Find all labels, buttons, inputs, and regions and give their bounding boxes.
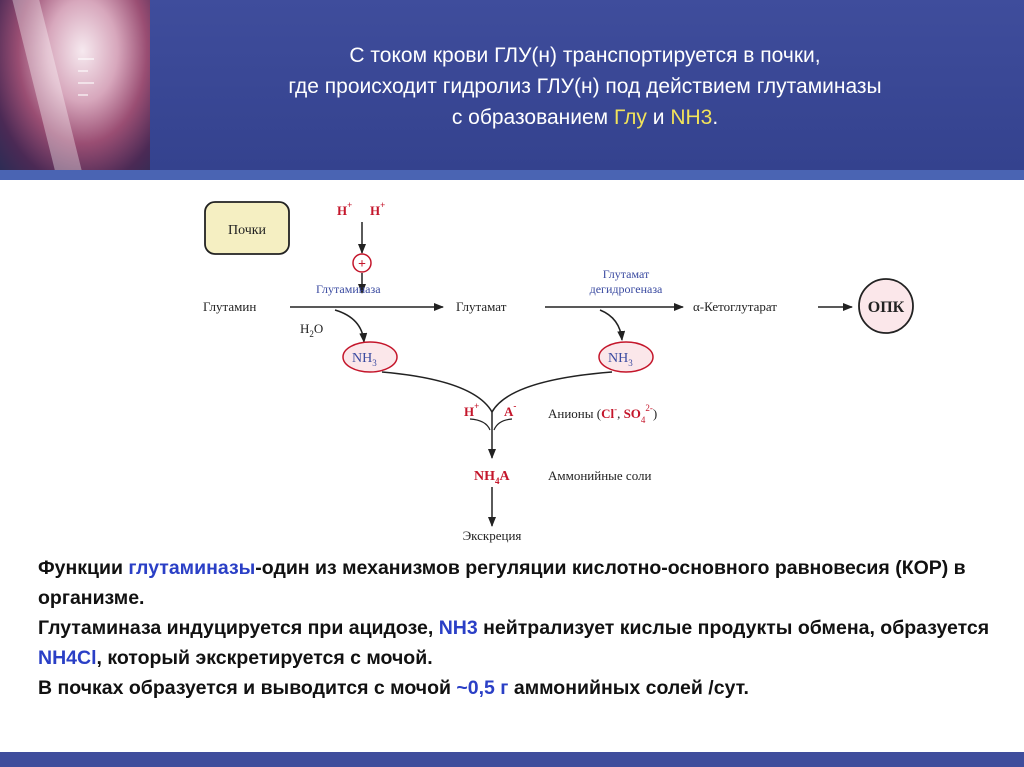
explanation-text: Функции глутаминазы-один из механизмов р… bbox=[38, 553, 1008, 703]
ammonium-salts-label: Аммонийные соли bbox=[548, 468, 652, 483]
p3-suffix: аммонийных солей /сут. bbox=[508, 677, 748, 699]
p2-mid: нейтрализует кислые продукты обмена, обр… bbox=[478, 617, 989, 639]
footer-bar bbox=[0, 752, 1024, 767]
ion-merge-left bbox=[470, 419, 490, 430]
title-and: и bbox=[647, 106, 670, 129]
enzyme-gdh-line2: дегидрогеназа bbox=[590, 282, 663, 296]
paragraph-1: Функции глутаминазы-один из механизмов р… bbox=[38, 553, 1008, 613]
p1-glutaminase: глутаминазы bbox=[128, 557, 255, 579]
activation-plus: + bbox=[358, 257, 366, 272]
proton-left: H+ bbox=[337, 200, 352, 218]
ion-merge-right bbox=[494, 419, 512, 430]
glutamine-label: Глутамин bbox=[203, 299, 256, 314]
nh3-release-arrow-right bbox=[600, 310, 622, 340]
title-glu: Глу bbox=[614, 106, 647, 129]
header-underline-band bbox=[0, 170, 1024, 180]
title-line-3-prefix: с образованием bbox=[452, 106, 614, 129]
flask-shine bbox=[11, 0, 82, 170]
title-end: . bbox=[712, 106, 718, 129]
flask-image bbox=[0, 0, 150, 170]
ketoglutarate-label: α-Кетоглутарат bbox=[693, 299, 777, 314]
title-line-3: с образованием Глу и NH3. bbox=[170, 102, 1000, 133]
title-line-1: С током крови ГЛУ(н) транспортируется в … bbox=[170, 40, 1000, 71]
p1-prefix: Функции bbox=[38, 557, 128, 579]
flask-tick bbox=[78, 58, 94, 60]
ion-proton: H+ bbox=[464, 401, 479, 419]
enzyme-gdh-line1: Глутамат bbox=[603, 267, 650, 281]
pathway-diagram: Почки H+ H+ + Глутамин Глутаминаза Глута… bbox=[0, 180, 1024, 550]
anions-label: Анионы (Cl-, SO42-) bbox=[548, 403, 657, 425]
title-line-2: где происходит гидролиз ГЛУ(н) под дейст… bbox=[170, 71, 1000, 102]
glutamate-label: Глутамат bbox=[456, 299, 507, 314]
enzyme-glutaminase: Глутаминаза bbox=[316, 282, 381, 296]
p2-suffix: , который экскретируется с мочой. bbox=[97, 647, 433, 669]
slide-title: С током крови ГЛУ(н) транспортируется в … bbox=[170, 40, 1000, 133]
flask-tick bbox=[78, 70, 88, 72]
p3-prefix: В почках образуется и выводится с мочой bbox=[38, 677, 456, 699]
p2-nh4cl: NH4Cl bbox=[38, 647, 97, 669]
kidney-label: Почки bbox=[228, 223, 267, 238]
paragraph-3: В почках образуется и выводится с мочой … bbox=[38, 673, 1008, 703]
flask-tick bbox=[78, 94, 88, 96]
p3-amount: ~0,5 г bbox=[456, 677, 508, 699]
title-nh3: NH3 bbox=[670, 106, 712, 129]
p2-nh3: NH3 bbox=[439, 617, 478, 639]
flask-tick bbox=[78, 82, 94, 84]
paragraph-2: Глутаминаза индуцируется при ацидозе, NH… bbox=[38, 613, 1008, 673]
ion-anion: A- bbox=[504, 401, 516, 419]
p2-prefix: Глутаминаза индуцируется при ацидозе, bbox=[38, 617, 439, 639]
proton-right: H+ bbox=[370, 200, 385, 218]
opk-label: ОПК bbox=[868, 299, 905, 316]
water-label: H2O bbox=[300, 321, 323, 339]
excretion-label: Экскреция bbox=[463, 528, 522, 543]
nh4a-label: NH4A bbox=[474, 469, 511, 486]
nh3-release-arrow-left bbox=[335, 310, 364, 342]
